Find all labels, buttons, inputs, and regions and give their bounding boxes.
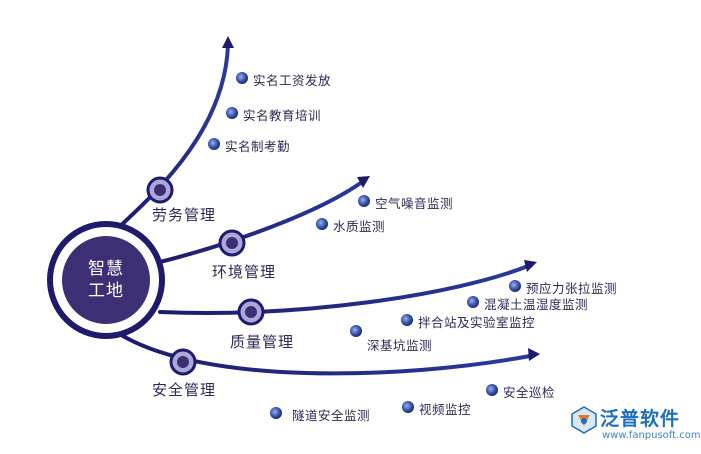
center-title-line2: 工地 (88, 281, 124, 301)
leaf-bullet-quality-2 (401, 314, 413, 326)
center-title-line1: 智慧 (88, 259, 124, 279)
leaf-bullet-safety-2 (270, 407, 282, 419)
logo-url: www.fanpusoft.com (602, 430, 701, 441)
leaf-label-labor-2: 实名制考勤 (225, 139, 291, 154)
arrowhead-safety (528, 348, 540, 361)
fanpu-logo: 泛普软件 www.fanpusoft.com (568, 404, 701, 450)
leaf-bullet-quality-1 (467, 296, 479, 308)
center-node-inner (62, 236, 150, 324)
arrowhead-quality (524, 260, 537, 272)
leaf-bullet-labor-0 (236, 72, 248, 84)
leaf-bullet-safety-0 (486, 384, 498, 396)
branch-label-quality: 质量管理 (230, 333, 295, 351)
branch-label-labor: 劳务管理 (152, 206, 217, 224)
leaf-label-environment-0: 空气噪音监测 (375, 196, 454, 211)
branch-arc-quality (158, 264, 530, 315)
leaf-label-quality-1: 混凝土温湿度监测 (484, 297, 589, 312)
leaf-label-safety-2: 隧道安全监测 (292, 408, 371, 423)
branch-arc-safety (116, 331, 532, 376)
branch-node-safety (169, 348, 197, 376)
leaf-bullet-environment-0 (358, 195, 370, 207)
center-node-title: 智慧 工地 (76, 258, 136, 302)
leaf-bullet-safety-1 (402, 401, 414, 413)
leaf-bullet-quality-0 (509, 280, 521, 292)
arrowhead-labor (222, 36, 234, 48)
branch-label-safety: 安全管理 (152, 381, 217, 399)
leaf-label-safety-1: 视频监控 (419, 402, 472, 417)
branch-node-labor (146, 176, 174, 204)
branch-arc-environment (158, 180, 364, 264)
branch-node-environment (218, 229, 246, 257)
arrowhead-environment (357, 176, 370, 188)
leaf-label-labor-0: 实名工资发放 (253, 73, 332, 88)
branch-label-environment: 环境管理 (212, 263, 277, 281)
leaf-label-labor-1: 实名教育培训 (243, 108, 322, 123)
leaf-label-quality-3: 深基坑监测 (367, 338, 433, 353)
leaf-label-safety-0: 安全巡检 (503, 385, 556, 400)
logo-icon (571, 406, 597, 434)
leaf-bullet-environment-1 (316, 218, 328, 230)
leaf-bullet-quality-3 (350, 325, 362, 337)
branch-arc-labor (116, 43, 230, 230)
leaf-label-quality-0: 预应力张拉监测 (526, 281, 618, 296)
branch-node-quality (237, 298, 265, 326)
leaf-bullet-labor-1 (226, 107, 238, 119)
leaf-bullet-labor-2 (208, 138, 220, 150)
leaf-label-quality-2: 拌合站及实验室监控 (418, 315, 536, 330)
logo-name: 泛普软件 (600, 408, 681, 430)
leaf-label-environment-1: 水质监测 (333, 219, 386, 234)
